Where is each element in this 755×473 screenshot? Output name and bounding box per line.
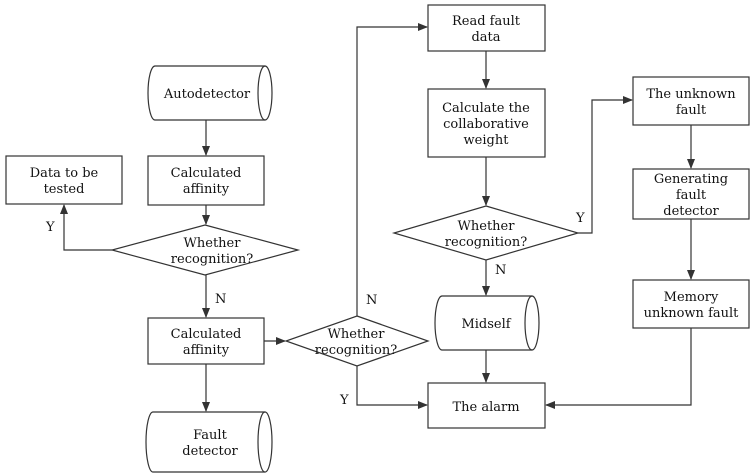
node-midself-text: Midself — [461, 317, 511, 332]
node-midself: Midself — [434, 295, 540, 351]
edge-label-decision-2-yes: Y — [339, 393, 349, 408]
edge-label-decision-3-no: N — [495, 263, 506, 278]
node-the-alarm: The alarm — [427, 382, 546, 429]
edge-label-decision-1-no: N — [215, 292, 226, 307]
edge-decision-3-yes-to-unknown — [578, 96, 633, 234]
edge-decision-2-yes-to-alarm — [356, 366, 428, 409]
node-autodetector: Autodetector — [147, 65, 273, 121]
node-autodetector-text: Autodetector — [163, 87, 251, 102]
edge-label-decision-1-yes: Y — [45, 220, 55, 235]
edge-decision-2-no-to-read-fault — [356, 23, 428, 316]
node-the-alarm-text: The alarm — [452, 400, 519, 415]
edge-label-decision-3-yes: Y — [575, 211, 585, 226]
edge-decision-1-yes-to-data-tested — [60, 204, 112, 251]
edge-memory-to-alarm — [545, 328, 692, 409]
edge-label-decision-2-no: N — [366, 293, 377, 308]
